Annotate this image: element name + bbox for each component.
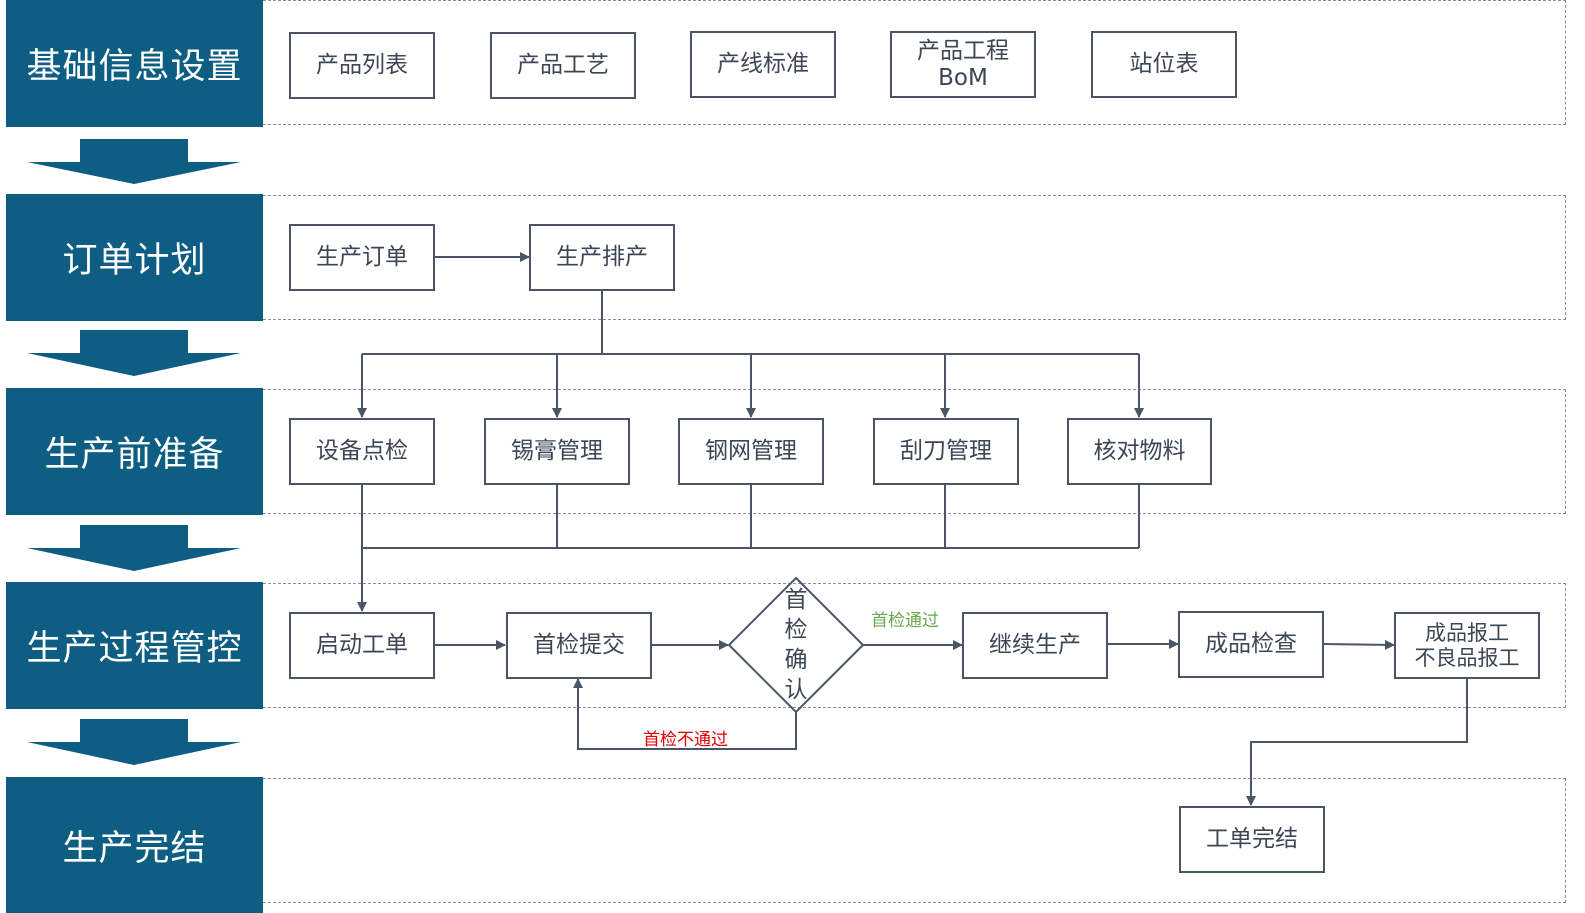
node-product-list[interactable]: 产品列表 (289, 32, 435, 99)
stage-process: 生产过程管控 (6, 582, 263, 709)
node-first-article-submit[interactable]: 首检提交 (506, 612, 652, 679)
node-stencil[interactable]: 钢网管理 (678, 418, 824, 485)
node-line-standard[interactable]: 产线标准 (690, 31, 836, 98)
stage-arrow-4 (27, 719, 241, 765)
label-first-article-pass: 首检通过 (871, 611, 939, 631)
node-squeegee[interactable]: 刮刀管理 (873, 418, 1019, 485)
stage-completion: 生产完结 (6, 777, 263, 913)
node-product-process[interactable]: 产品工艺 (490, 32, 636, 99)
node-solder-paste[interactable]: 锡膏管理 (484, 418, 630, 485)
stage-arrow-3 (27, 525, 241, 571)
node-report-work[interactable]: 成品报工 不良品报工 (1394, 612, 1540, 679)
decision-first-article-confirm[interactable]: 首 检 确 认 (784, 587, 808, 703)
stage-order-plan: 订单计划 (6, 194, 263, 321)
stage-arrow-2 (27, 330, 241, 376)
stage-preparation: 生产前准备 (6, 388, 263, 515)
label-first-article-fail: 首检不通过 (643, 730, 728, 750)
band-preparation (263, 389, 1566, 514)
node-station-table[interactable]: 站位表 (1091, 31, 1237, 98)
band-process (263, 583, 1566, 708)
node-start-order[interactable]: 启动工单 (289, 612, 435, 679)
node-equipment-check[interactable]: 设备点检 (289, 418, 435, 485)
stage-basic-info: 基础信息设置 (6, 0, 263, 127)
stage-arrow-1 (27, 139, 241, 184)
node-product-bom[interactable]: 产品工程 BoM (890, 31, 1036, 98)
node-material-verify[interactable]: 核对物料 (1067, 418, 1212, 485)
band-order-plan (263, 195, 1566, 320)
band-completion (263, 778, 1566, 903)
node-continue-production[interactable]: 继续生产 (962, 612, 1108, 679)
node-order-complete[interactable]: 工单完结 (1179, 806, 1325, 873)
node-final-inspection[interactable]: 成品检查 (1178, 611, 1324, 678)
node-production-order[interactable]: 生产订单 (289, 224, 435, 291)
band-basic-info (263, 0, 1566, 125)
node-production-schedule[interactable]: 生产排产 (529, 224, 675, 291)
